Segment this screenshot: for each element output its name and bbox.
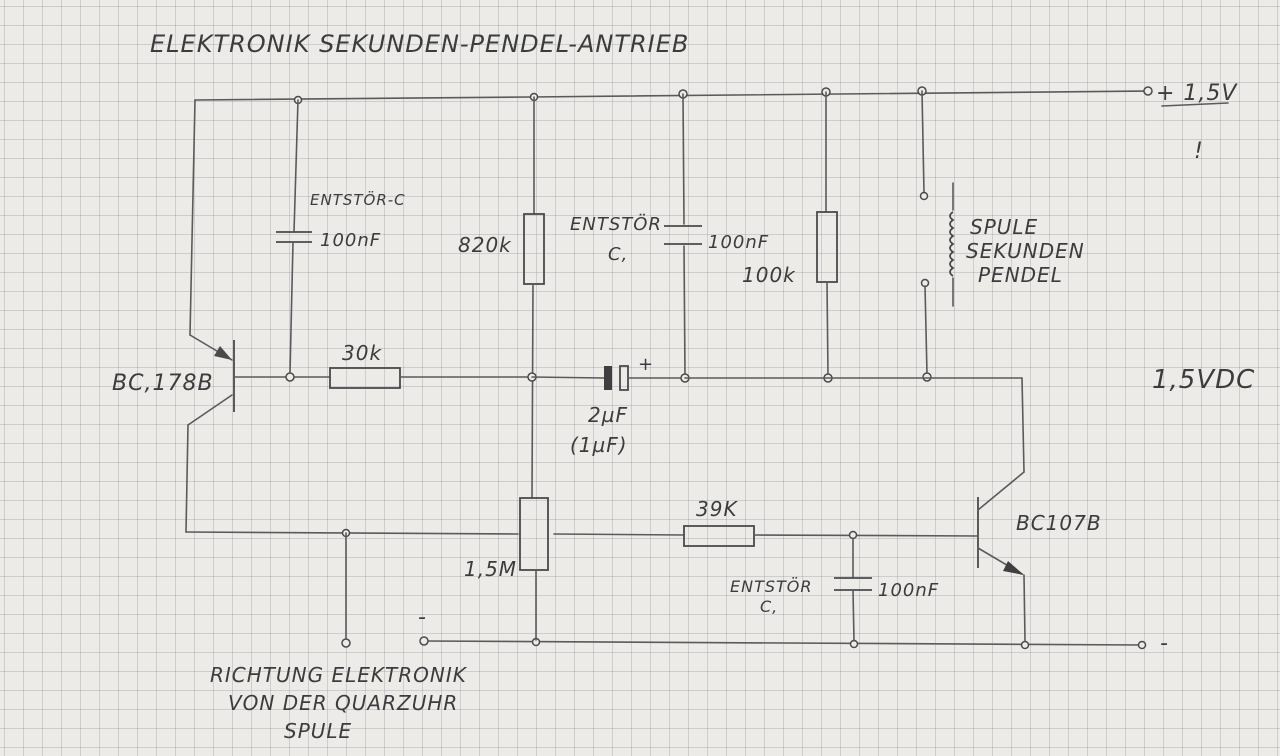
r-100k-body (816, 211, 838, 283)
c1-name: ENTSTÖR-C (310, 190, 406, 209)
q1-emitter-arrow (214, 346, 232, 360)
negative-rail (419, 636, 1147, 650)
coil-label-line1: SPULE (970, 215, 1038, 239)
c-2uf-plate-filled (604, 366, 612, 390)
c2-top-wire (682, 93, 685, 225)
coil-bottom-wire (924, 285, 928, 375)
r-1-5m-label: 1,5M (464, 557, 517, 581)
note-line2: VON DER QUARZUHR (228, 691, 458, 715)
r-39k-left-wire (553, 533, 685, 536)
coil-top-terminal (919, 191, 929, 201)
q2-emitter-wire (1023, 574, 1026, 642)
q2-emitter-arrow (1003, 561, 1024, 575)
c1-top-wire (293, 99, 299, 233)
coil-junction-mid (922, 372, 932, 382)
c2-bottom-wire (683, 245, 686, 377)
q2-collector-wire (1021, 377, 1025, 473)
c-2uf-plate-open (619, 365, 629, 391)
coil-terminal-minus-label: - (418, 605, 427, 630)
minus-supply-label: - (1160, 631, 1169, 656)
q2-collector-lead (977, 471, 1025, 511)
c3-name-line1: ENTSTÖR (730, 577, 813, 596)
positive-rail (194, 86, 1153, 101)
q2-label: BC107B (1016, 511, 1102, 535)
r-820k-label: 820k (458, 233, 512, 257)
coil-label-line3: PENDEL (978, 263, 1063, 287)
q1-collector-bus (185, 531, 519, 535)
c3-bottom-wire (852, 589, 855, 642)
r-100k-bottom-wire (826, 281, 829, 377)
r-820k-body (523, 213, 545, 285)
r-30k-body (329, 367, 401, 389)
r-39k-label: 39K (696, 497, 738, 521)
coil-top-wire (921, 90, 925, 194)
supply-underline (1161, 102, 1229, 107)
r-39k-right-wire (753, 534, 979, 537)
r-39k-body (683, 525, 755, 547)
plus-supply-label: + 1,5V (1156, 81, 1238, 106)
base-junction-dot (285, 372, 295, 382)
supply-voltage-label: 1,5VDC (1152, 365, 1255, 395)
c-2uf-left-wire (531, 376, 605, 379)
q1-label: BC,178B (112, 371, 214, 396)
c2-value: 100nF (708, 232, 769, 253)
c2-name-line2: C, (608, 244, 628, 265)
r-30k-label: 30k (342, 341, 382, 365)
c-2uf-value: 2µF (588, 403, 628, 427)
diagram-title: ELEKTRONIK SEKUNDEN-PENDEL-ANTRIEB (150, 30, 689, 58)
c3-name-line2: C, (760, 597, 778, 616)
c-2uf-alt-value: (1µF) (570, 433, 628, 457)
note-line3: SPULE (284, 719, 352, 743)
coil-terminal-plus (341, 638, 351, 648)
q1-collector-lead (187, 394, 233, 426)
supply-mark: ! (1194, 139, 1204, 164)
c1-bottom-wire (289, 241, 294, 374)
r-1-5m-body (519, 497, 549, 571)
c-2uf-polarity: + (638, 354, 654, 375)
coil-label-line2: SEKUNDEN (966, 239, 1085, 263)
q1-collector-wire (185, 424, 189, 533)
r-100k-label: 100k (742, 263, 796, 287)
c1-value: 100nF (320, 230, 381, 251)
note-line1: RICHTUNG ELEKTRONIK (210, 663, 468, 687)
c3-value: 100nF (878, 580, 939, 601)
q1-emitter-wire (189, 99, 196, 336)
c2-name-line1: ENTSTÖR (570, 213, 662, 235)
coil-winding (949, 211, 955, 277)
r-820k-bottom-wire (531, 283, 534, 499)
